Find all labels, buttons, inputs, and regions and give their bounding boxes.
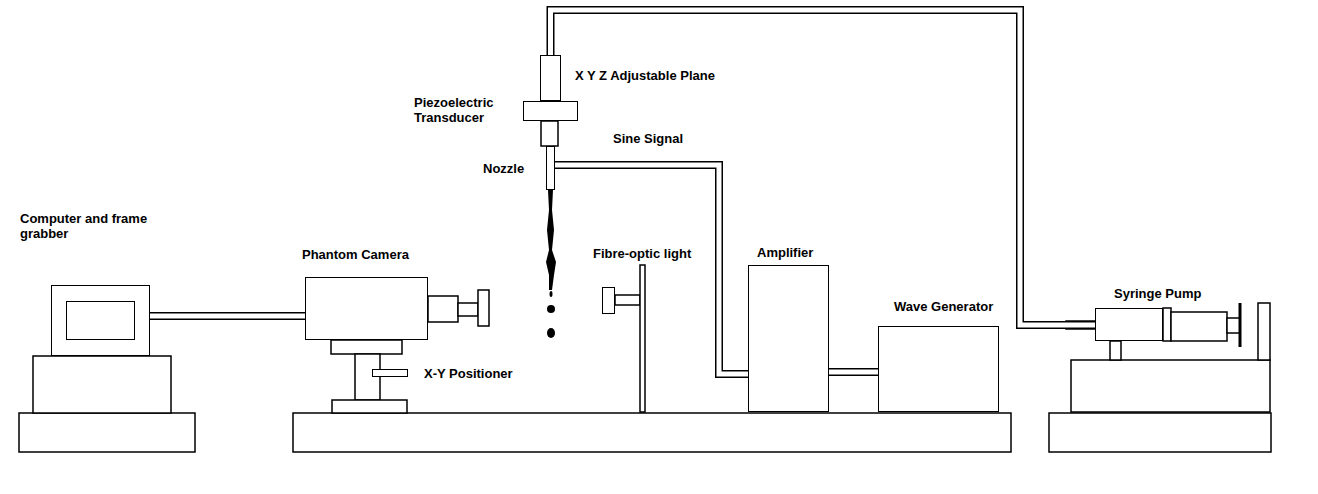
camera-mount: [331, 340, 402, 354]
transducer-stem: [541, 121, 558, 146]
droplet: [550, 291, 553, 297]
syringe-plunger: [1163, 308, 1171, 341]
tube-inner: [150, 314, 305, 319]
apparatus-part: Nozzle: [546, 146, 555, 190]
syringe-rod: [1171, 312, 1227, 341]
syringe-rod: [1227, 318, 1240, 333]
apparatus-part: Syringe Pump: [1095, 308, 1163, 341]
part-label: Wave Generator: [894, 299, 993, 314]
apparatus-part: Amplifier: [748, 265, 829, 412]
computer-base: [33, 356, 171, 413]
part-label: Computer and frame grabber: [20, 211, 195, 241]
droplet: [547, 328, 555, 338]
part-label: Piezoelectric Transducer: [414, 95, 514, 125]
edge-label: Sine Signal: [611, 131, 685, 146]
tube-connector: [150, 312, 305, 320]
apparatus-part: X Y Z Adjustable Plane: [540, 55, 561, 101]
bench-table: [19, 413, 195, 452]
tube-connector: [829, 368, 878, 376]
part-label: Fibre-optic light: [593, 246, 691, 261]
syringe-handle: [1239, 303, 1242, 347]
tube-inner: [829, 370, 878, 375]
apparatus-part: Phantom Camera: [305, 277, 428, 340]
camera-lens: [478, 290, 489, 326]
bench-table: [293, 413, 1011, 452]
apparatus-part: Fibre-optic light: [602, 287, 615, 314]
camera-lens: [428, 296, 458, 322]
part-label: X-Y Positioner: [424, 366, 513, 381]
apparatus-part: Piezoelectric Transducer: [523, 101, 578, 121]
pump-leg: [1110, 341, 1121, 360]
part-label: Amplifier: [757, 245, 813, 260]
camera-stand: [355, 354, 380, 400]
light-arm: [615, 295, 640, 305]
monitor-screen: [66, 301, 135, 340]
part-label: Nozzle: [483, 161, 524, 176]
apparatus-part: X-Y Positioner: [372, 369, 408, 377]
camera-foot: [332, 400, 407, 413]
pump-base: [1071, 360, 1270, 412]
apparatus-part: Computer and frame grabber: [51, 285, 150, 356]
tube-connector: [555, 165, 748, 374]
part-label: Syringe Pump: [1114, 286, 1201, 301]
part-label: X Y Z Adjustable Plane: [575, 68, 715, 83]
part-label: Phantom Camera: [302, 247, 409, 262]
pump-end-stand: [1258, 303, 1270, 360]
bench-table: [1049, 413, 1271, 452]
droplet: [547, 305, 555, 313]
tube-inner: [555, 165, 748, 374]
liquid-jet: [546, 190, 556, 290]
camera-lens: [458, 303, 478, 316]
apparatus-part: Wave Generator: [878, 326, 999, 412]
light-stand: [640, 265, 645, 412]
